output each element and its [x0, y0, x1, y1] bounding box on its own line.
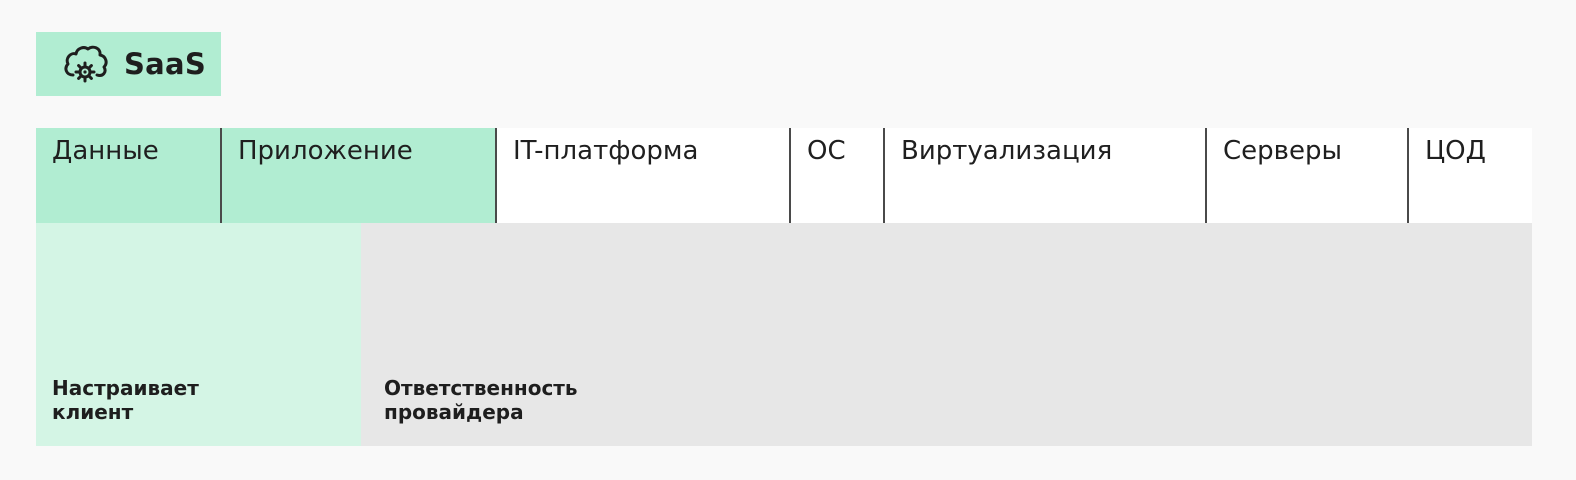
layer-application: Приложение — [220, 128, 495, 223]
layer-label: Виртуализация — [901, 136, 1113, 166]
layer-datacenter: ЦОД — [1407, 128, 1532, 223]
responsibility-zones: Настраивает клиент Ответственность прова… — [36, 223, 1532, 446]
layer-label: IT-платформа — [513, 136, 699, 166]
provider-zone: Ответственность провайдера — [361, 223, 1532, 446]
client-zone: Настраивает клиент — [36, 223, 361, 446]
provider-zone-label: Ответственность провайдера — [384, 376, 578, 424]
saas-badge: SaaS — [36, 32, 221, 96]
cloud-gear-icon — [64, 45, 108, 83]
badge-label: SaaS — [124, 47, 207, 81]
layer-label: Серверы — [1223, 136, 1343, 166]
layer-label: ОС — [807, 136, 846, 166]
layer-it-platform: IT-платформа — [495, 128, 789, 223]
layer-os: ОС — [789, 128, 883, 223]
client-zone-label: Настраивает клиент — [52, 376, 199, 424]
layer-servers: Серверы — [1205, 128, 1407, 223]
layer-data: Данные — [36, 128, 220, 223]
stack-layers-row: Данные Приложение IT-платформа ОС Виртуа… — [36, 128, 1532, 223]
layer-virtualization: Виртуализация — [883, 128, 1205, 223]
layer-label: ЦОД — [1425, 136, 1486, 166]
layer-label: Приложение — [238, 136, 413, 166]
layer-label: Данные — [52, 136, 159, 166]
